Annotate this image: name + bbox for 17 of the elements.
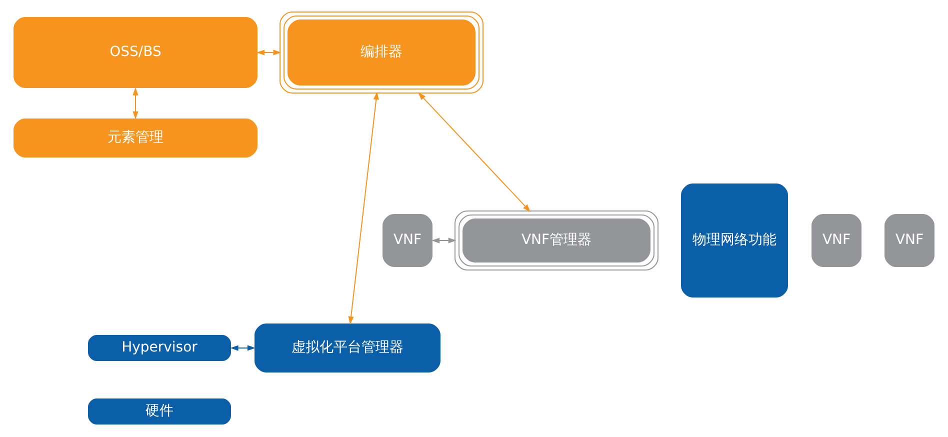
arrow — [230, 345, 256, 351]
node-box: VNF — [810, 213, 862, 268]
arrow — [348, 92, 379, 324]
arrow — [432, 238, 456, 244]
node-box: Hypervisor — [87, 334, 232, 362]
arrow — [256, 50, 282, 56]
arrow — [132, 87, 138, 120]
arrow — [418, 92, 531, 212]
node-box: 元素管理 — [12, 118, 258, 158]
node-box: VNF — [884, 213, 936, 268]
node-box: 硬件 — [87, 398, 232, 426]
node-box: 物理网络功能 — [680, 182, 789, 298]
node-box: OSS/BS — [12, 16, 258, 89]
node-box: VNF管理器 — [454, 210, 658, 270]
node-box: 编排器 — [280, 12, 484, 94]
node-box: VNF — [382, 213, 434, 268]
node-box: 虚拟化平台管理器 — [254, 322, 442, 374]
